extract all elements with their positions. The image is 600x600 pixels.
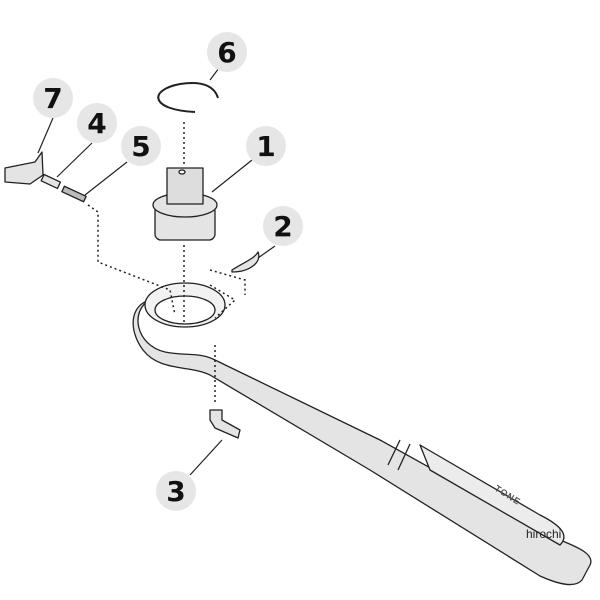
grip-ridge [387, 439, 401, 466]
watermark: hirochi [526, 527, 562, 541]
part-7-lever-cap [4, 151, 44, 185]
callout-3: 3 [156, 471, 196, 511]
callout-7: 7 [33, 78, 73, 118]
ratchet-wrench-body [132, 299, 592, 586]
part-1-drive-hole [178, 169, 186, 175]
callout-4: 4 [77, 103, 117, 143]
part-3-selector-lever [209, 409, 241, 439]
callout-2: 2 [263, 206, 303, 246]
assembly-guide-lines [87, 122, 246, 405]
part-4-pin [40, 173, 62, 190]
grip-ridge [397, 443, 411, 471]
part-2-pawl [231, 251, 260, 273]
callout-5: 5 [121, 126, 161, 166]
callout-1: 1 [246, 126, 286, 166]
part-1-anvil-square-drive [166, 167, 204, 205]
callout-6: 6 [207, 32, 247, 72]
part-6-snap-ring [157, 82, 219, 113]
wrench-head-bore [154, 295, 216, 325]
part-5-spring [61, 185, 87, 203]
grip-area [419, 444, 565, 546]
